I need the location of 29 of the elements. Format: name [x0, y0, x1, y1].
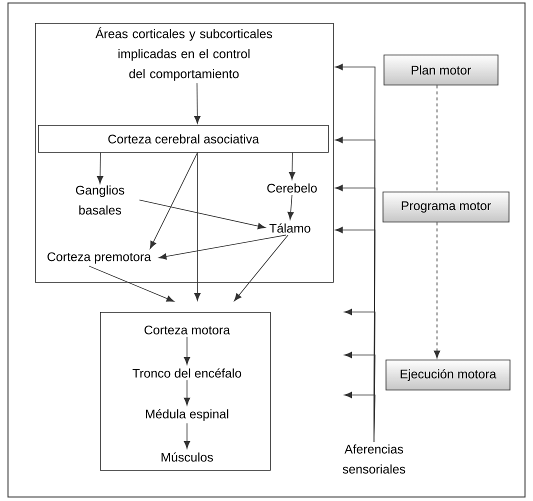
arrow — [344, 392, 376, 442]
arrow — [88, 266, 174, 302]
arrow — [139, 200, 266, 230]
node-text: Tronco del encéfalo — [132, 368, 242, 378]
arrow — [184, 336, 190, 365]
node-text: Músculos — [162, 452, 213, 462]
node-text: Ganglios basales — [76, 185, 124, 215]
arrow — [194, 152, 201, 301]
node-text: Tálamo — [269, 223, 310, 233]
process-box: Ejecución motora — [386, 360, 510, 390]
node-text: Cerebelo — [267, 183, 317, 193]
arrow — [288, 152, 296, 180]
arrow — [184, 422, 190, 449]
arrow — [434, 222, 440, 358]
process-box: Corteza cerebral asociativa — [38, 125, 329, 153]
arrow — [158, 234, 286, 260]
arrow — [184, 380, 190, 406]
node-text: Médula espinal — [146, 409, 228, 421]
arrow — [96, 152, 104, 184]
arrow — [194, 82, 201, 124]
process-box: Plan motor — [384, 54, 498, 86]
node-text: Corteza premotora — [48, 252, 152, 264]
arrow — [234, 234, 288, 302]
node-text: Aferencias sensoriales — [342, 444, 406, 474]
node-text: Áreas corticales y subcorticales implicadas en el control del comportamiento — [95, 27, 272, 81]
arrow — [150, 152, 198, 249]
process-box: Programa motor — [382, 192, 510, 222]
arrow — [287, 194, 294, 220]
node-text: Corteza motora — [144, 326, 230, 334]
